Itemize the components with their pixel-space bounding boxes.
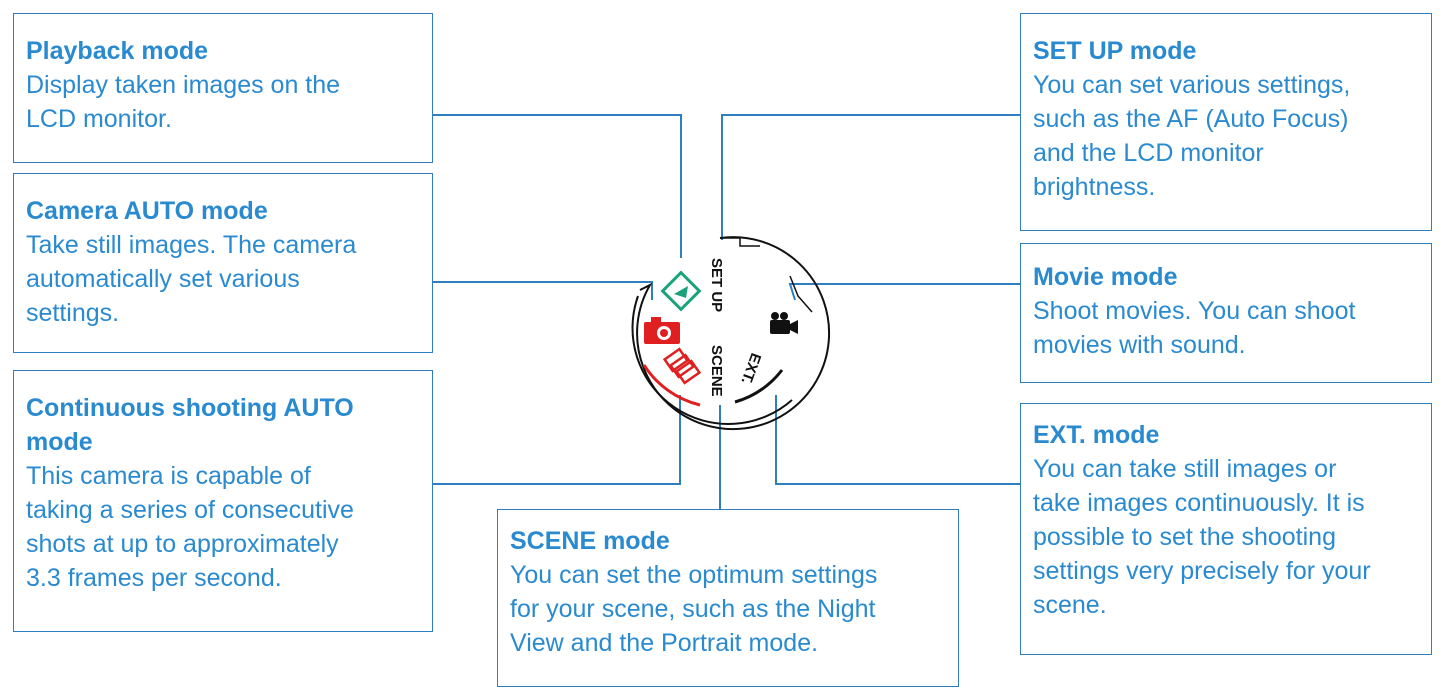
line-movie <box>788 283 1020 301</box>
dial-label-setup: SET UP <box>708 258 725 312</box>
auto-mode-box: Camera AUTO mode Take still images. The … <box>13 173 433 353</box>
dial-outline <box>636 236 831 431</box>
line-setup <box>721 114 1020 240</box>
movie-mode-desc: Shoot movies. You can shoot movies with … <box>1033 297 1356 359</box>
movie-mode-box: Movie mode Shoot movies. You can shoot m… <box>1020 243 1432 383</box>
dial-notch <box>789 275 813 313</box>
playback-icon <box>660 270 702 312</box>
scene-mode-desc: You can set the optimum settings for you… <box>510 561 878 657</box>
setup-mode-box: SET UP mode You can set various settings… <box>1020 13 1432 231</box>
continuous-shooting-icon <box>662 347 702 385</box>
line-ext <box>775 395 1020 485</box>
auto-mode-desc: Take still images. The camera automatica… <box>26 231 357 327</box>
playback-mode-box: Playback mode Display taken images on th… <box>13 13 433 163</box>
ext-mode-desc: You can take still images or take images… <box>1033 455 1371 619</box>
ext-mode-box: EXT. mode You can take still images or t… <box>1020 403 1432 655</box>
line-continuous <box>432 395 681 485</box>
dial-label-ext: EXT. <box>737 351 764 387</box>
setup-mode-title: SET UP mode <box>1033 37 1197 65</box>
movie-icon <box>770 312 798 334</box>
dial-red-arc <box>642 364 701 407</box>
line-auto <box>432 281 653 300</box>
playback-mode-title: Playback mode <box>26 37 209 65</box>
setup-mode-desc: You can set various settings, such as th… <box>1033 71 1351 201</box>
continuous-mode-box: Continuous shooting AUTO mode This camer… <box>13 370 433 632</box>
movie-mode-title: Movie mode <box>1033 263 1178 291</box>
continuous-mode-title: Continuous shooting AUTO mode <box>26 394 354 456</box>
continuous-mode-desc: This camera is capable of taking a serie… <box>26 462 354 592</box>
line-playback <box>432 114 682 258</box>
auto-mode-title: Camera AUTO mode <box>26 197 268 225</box>
playback-mode-desc: Display taken images on the LCD monitor. <box>26 71 341 133</box>
camera-icon <box>644 317 680 344</box>
scene-mode-title: SCENE mode <box>510 527 670 555</box>
scene-mode-box: SCENE mode You can set the optimum setti… <box>497 509 959 687</box>
dial-label-scene: SCENE <box>708 345 725 397</box>
ext-mode-title: EXT. mode <box>1033 421 1160 449</box>
